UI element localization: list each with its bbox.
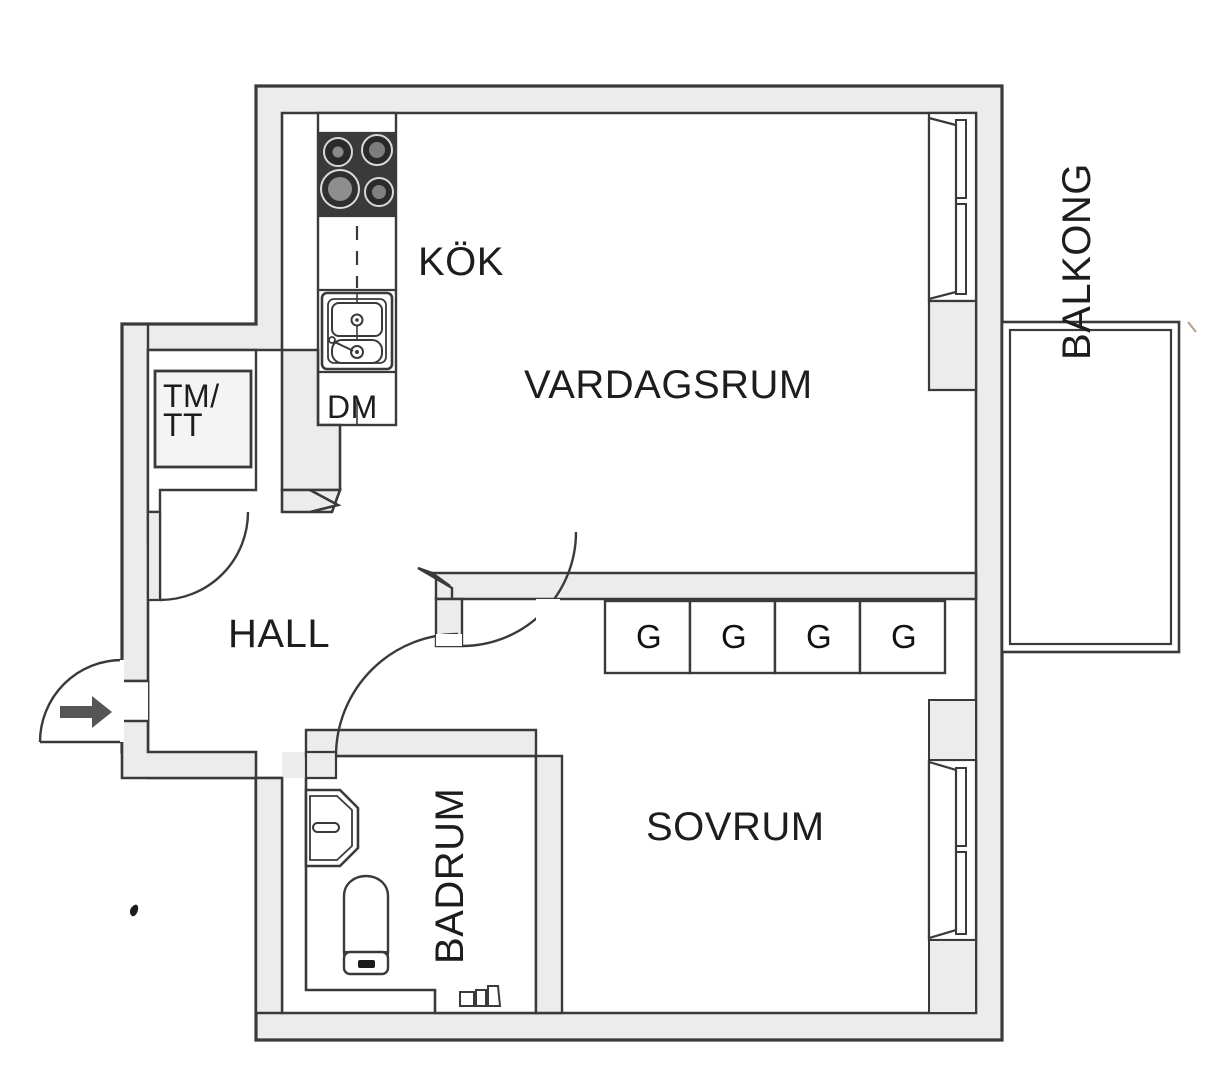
wardrobe-label: G (636, 618, 662, 655)
washer-dryer-unit (153, 369, 253, 469)
kitchen-counter (316, 111, 398, 427)
wardrobe-label: G (891, 618, 917, 655)
tmtt-line-2: TT (163, 407, 204, 444)
floor-drain-icon (459, 985, 502, 1007)
appliance-label-tmtt: TM/ TT (163, 380, 220, 444)
wardrobe-unit (688, 599, 777, 675)
ink-artifact (129, 904, 139, 917)
toilet-icon (342, 874, 390, 976)
room-label-hall: HALL (228, 612, 331, 656)
room-label-badrum: BADRUM (428, 787, 472, 964)
wardrobe-unit (858, 599, 947, 675)
kitchen-sink-icon (318, 288, 396, 371)
room-label-vardagsrum: VARDAGSRUM (524, 363, 813, 407)
room-label-sovrum: SOVRUM (646, 805, 825, 849)
balcony (1000, 320, 1197, 654)
bathroom-sink-icon (304, 788, 360, 868)
wardrobe-label: G (806, 618, 832, 655)
bedroom-window (927, 758, 978, 942)
laundry-closet-door[interactable] (146, 510, 250, 602)
hall-left-wall-notch (120, 679, 258, 780)
bathroom (282, 728, 564, 1015)
bedroom-window-reveals (928, 699, 977, 1014)
wardrobe-unit (603, 599, 692, 675)
living-room-window (927, 111, 978, 392)
wardrobe-run (603, 599, 947, 675)
stove-icon (317, 132, 397, 217)
room-label-kok: KÖK (418, 240, 504, 284)
tmtt-line-1: TM/ (163, 378, 220, 414)
entrance-arrow-icon (60, 696, 112, 728)
entrance-door[interactable] (38, 658, 130, 744)
appliance-label-dm: DM (327, 389, 378, 425)
lower-left-wall (254, 776, 284, 1015)
laundry-closet (122, 322, 258, 540)
room-label-balkong: BALKONG (1055, 163, 1099, 360)
bedroom-door[interactable] (461, 531, 578, 648)
kitchen-partition-wall (280, 348, 342, 514)
wardrobe-label: G (721, 618, 747, 655)
bathroom-door[interactable] (304, 632, 462, 780)
